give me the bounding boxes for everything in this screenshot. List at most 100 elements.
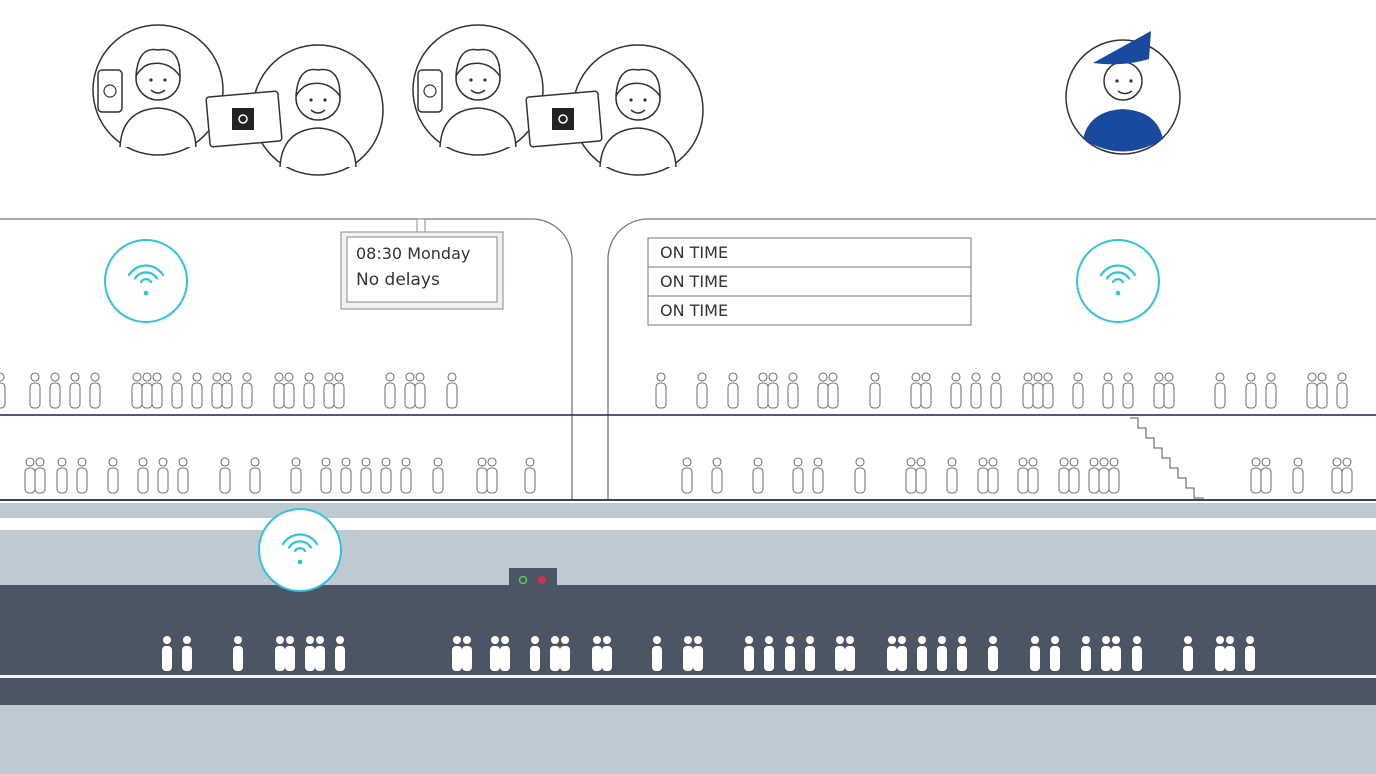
person-icon — [1027, 457, 1039, 494]
person-icon — [792, 457, 804, 494]
person-icon — [752, 457, 764, 494]
person-icon — [970, 372, 982, 409]
globe-icon — [97, 69, 123, 113]
right-building — [607, 218, 1376, 500]
person-icon — [1122, 372, 1134, 409]
person-icon — [987, 457, 999, 494]
person-icon — [957, 636, 967, 671]
person-icon — [69, 372, 81, 409]
globe-icon — [417, 69, 443, 113]
person-icon — [910, 372, 922, 409]
person-icon — [887, 636, 897, 671]
person-icon — [915, 457, 927, 494]
person-icon — [1292, 457, 1304, 494]
person-icon — [432, 457, 444, 494]
person-icon — [285, 636, 295, 671]
wifi-icon — [1076, 239, 1160, 323]
person-icon — [744, 636, 754, 671]
person-icon — [233, 636, 243, 671]
person-icon — [241, 372, 253, 409]
person-icon — [1215, 636, 1225, 671]
departure-status: No delays — [356, 270, 440, 290]
person-icon — [530, 636, 540, 671]
person-icon — [151, 372, 163, 409]
person-icon — [711, 457, 723, 494]
person-icon — [384, 372, 396, 409]
person-icon — [1245, 636, 1255, 671]
train — [0, 585, 1376, 705]
person-icon — [320, 457, 332, 494]
person-icon — [249, 457, 261, 494]
person-icon — [787, 372, 799, 409]
person-icon — [727, 372, 739, 409]
person-icon — [1331, 457, 1343, 494]
person-icon — [333, 372, 345, 409]
person-icon — [920, 372, 932, 409]
person-icon — [1050, 636, 1060, 671]
person-icon — [817, 372, 829, 409]
person-icon — [446, 372, 458, 409]
status-board-row: ON TIME — [660, 301, 729, 320]
person-icon — [89, 372, 101, 409]
person-icon — [1183, 636, 1193, 671]
person-icon — [764, 636, 774, 671]
person-icon — [1068, 457, 1080, 494]
person-icon — [290, 457, 302, 494]
person-icon — [827, 372, 839, 409]
person-icon — [683, 636, 693, 671]
person-icon — [812, 457, 824, 494]
person-icon — [221, 372, 233, 409]
person-icon — [937, 636, 947, 671]
person-icon — [137, 457, 149, 494]
person-icon — [1098, 457, 1110, 494]
person-icon — [303, 372, 315, 409]
person-icon — [452, 636, 462, 671]
person-icon — [476, 457, 488, 494]
person-icon — [977, 457, 989, 494]
gear-icon — [525, 90, 603, 148]
person-icon — [323, 372, 335, 409]
person-icon — [273, 372, 285, 409]
person-icon — [107, 457, 119, 494]
person-icon — [56, 457, 68, 494]
person-icon — [380, 457, 392, 494]
person-icon — [1225, 636, 1235, 671]
person-icon — [652, 636, 662, 671]
person-icon — [1306, 372, 1318, 409]
person-icon — [76, 457, 88, 494]
person-icon — [1214, 372, 1226, 409]
person-icon — [897, 636, 907, 671]
conductor-avatar — [1065, 31, 1181, 155]
person-icon — [1058, 457, 1070, 494]
avatar-icon — [525, 44, 704, 176]
person-icon — [1032, 372, 1044, 409]
person-icon — [1260, 457, 1272, 494]
wifi-icon — [104, 239, 188, 323]
person-icon — [946, 457, 958, 494]
train-indicator — [509, 568, 557, 586]
person-icon — [696, 372, 708, 409]
person-icon — [1163, 372, 1175, 409]
person-icon — [1088, 457, 1100, 494]
person-icon — [211, 372, 223, 409]
person-icon — [0, 372, 6, 409]
person-icon — [171, 372, 183, 409]
person-icon — [29, 372, 41, 409]
person-icon — [162, 636, 172, 671]
person-icon — [49, 372, 61, 409]
person-icon — [1132, 636, 1142, 671]
person-icon — [1042, 372, 1054, 409]
person-icon — [157, 457, 169, 494]
person-icon — [404, 372, 416, 409]
person-icon — [177, 457, 189, 494]
departure-sign — [340, 218, 504, 310]
status-board-row: ON TIME — [660, 272, 729, 291]
person-icon — [283, 372, 295, 409]
person-icon — [785, 636, 795, 671]
person-icon — [1245, 372, 1257, 409]
person-icon — [602, 636, 612, 671]
person-icon — [681, 457, 693, 494]
person-icon — [34, 457, 46, 494]
status-board — [647, 237, 972, 326]
